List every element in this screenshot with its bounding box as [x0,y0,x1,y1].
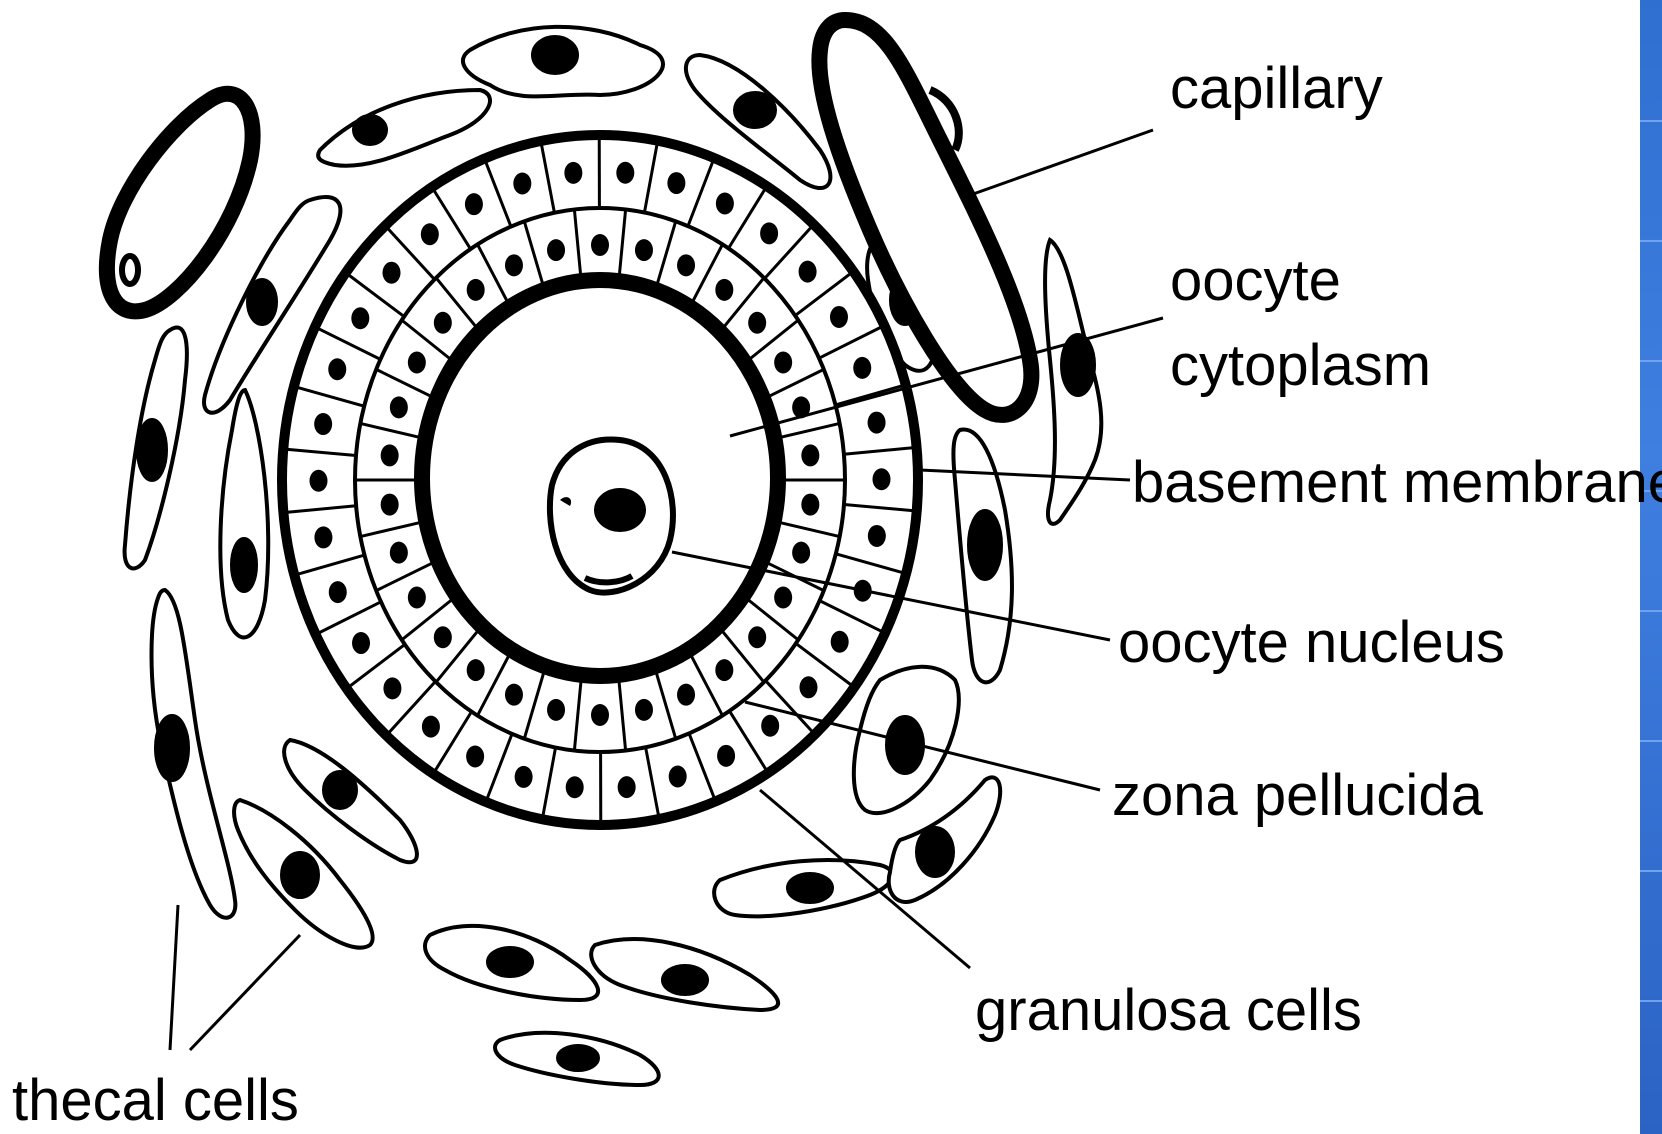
leader-thecal-cells-b [190,935,300,1050]
granulosa-cell-nucleus [505,254,523,276]
thecal-cell [220,390,268,637]
granulosa-cell-nucleus [547,239,565,261]
label-oocyte-nucleus: oocyte nucleus [1118,610,1505,675]
granulosa-cell-nucleus [408,587,426,609]
leader-basement-membrane [920,470,1130,480]
granulosa-cell-nucleus [328,358,346,380]
leader-thecal-cells-a [170,905,178,1050]
granulosa-cell-nucleus [564,162,582,184]
granulosa-cell-nucleus [515,766,533,788]
granulosa-cell-nucleus [761,715,779,737]
granulosa-cell-nucleus [383,262,401,284]
granulosa-cell-nucleus [716,193,734,215]
thecal-cell [591,939,778,1010]
granulosa-cell-nucleus [314,413,332,435]
granulosa-cell-nucleus [566,776,584,798]
label-thecal-cells: thecal cells [12,1068,299,1133]
granulosa-cell-nucleus [618,776,636,798]
label-capillary: capillary [1170,56,1383,121]
granulosa-cell-nucleus [868,525,886,547]
label-granulosa-cells: granulosa cells [975,978,1362,1043]
granulosa-cell-nucleus [408,352,426,374]
granulosa-cell-nucleus [434,626,452,648]
granulosa-cell-nucleus [801,494,819,516]
granulosa-cell-nucleus [591,704,609,726]
granulosa-cell-nucleus [635,239,653,261]
granulosa-cell-nucleus [314,526,332,548]
thecal-cell [714,860,892,916]
granulosa-cell-nucleus [513,172,531,194]
granulosa-cell-nucleus [715,279,733,301]
granulosa-cell-nucleus [310,470,328,492]
granulosa-cell-nucleus [329,581,347,603]
thecal-cell [953,430,1012,683]
label-oocyte-cytoplasm-line2: cytoplasm [1170,333,1431,398]
granulosa-cell-nucleus [868,412,886,434]
granulosa-cell-nucleus [801,444,819,466]
granulosa-cell-nucleus [853,357,871,379]
thecal-cell [854,667,959,813]
thecal-cell [495,1033,659,1085]
granulosa-cell-nucleus [669,766,687,788]
granulosa-cell-nucleus [715,659,733,681]
thecal-cell [152,590,236,918]
granulosa-cell-nucleus [421,223,439,245]
granulosa-cell-nucleus [667,172,685,194]
granulosa-cell-nucleus [748,312,766,334]
label-basement-membrane: basement membrane [1132,450,1662,515]
granulosa-cell-nucleus [830,306,848,328]
thecal-cell [125,327,187,568]
capillary-left [107,94,253,312]
label-oocyte-cytoplasm-line1: oocyte [1170,248,1341,313]
label-zona-pellucida: zona pellucida [1112,763,1484,828]
granulosa-cell-nucleus [422,716,440,738]
granulosa-cell-nucleus [792,542,810,564]
granulosa-cell-nucleus [616,162,634,184]
granulosa-cell-nucleus [390,542,408,564]
thecal-cell [463,27,663,97]
granulosa-cell-nucleus [505,684,523,706]
granulosa-cell-nucleus [774,587,792,609]
granulosa-cell-nucleus [635,699,653,721]
granulosa-cell-nucleus [467,279,485,301]
granulosa-cell-nucleus [467,659,485,681]
granulosa-cell-nucleus [799,261,817,283]
granulosa-cell-nucleus [383,677,401,699]
granulosa-cell-nucleus [390,396,408,418]
granulosa-cell-nucleus [434,312,452,334]
oocyte-nucleus [550,439,673,592]
granulosa-cell-nucleus [381,494,399,516]
granulosa-cell-nucleus [381,444,399,466]
granulosa-cell-nucleus [760,222,778,244]
granulosa-cell-nucleus [774,352,792,374]
granulosa-cell-nucleus [677,254,695,276]
granulosa-cell-nucleus [677,684,695,706]
granulosa-cell-nucleus [717,745,735,767]
thecal-cell [318,90,490,166]
thecal-cell [1045,240,1101,524]
granulosa-cell-nucleus [748,626,766,648]
granulosa-cell-nucleus [465,193,483,215]
granulosa-cell-nucleus [831,631,849,653]
granulosa-cell-nucleus [591,234,609,256]
granulosa-cell-nucleus [799,676,817,698]
granulosa-cell-nucleus [351,307,369,329]
thecal-cell [425,926,598,1000]
granulosa-cell-nucleus [547,699,565,721]
leader-capillary [962,130,1153,198]
granulosa-cell-nucleus [872,468,890,490]
granulosa-cell-nucleus [466,745,484,767]
granulosa-cell-nucleus [352,632,370,654]
